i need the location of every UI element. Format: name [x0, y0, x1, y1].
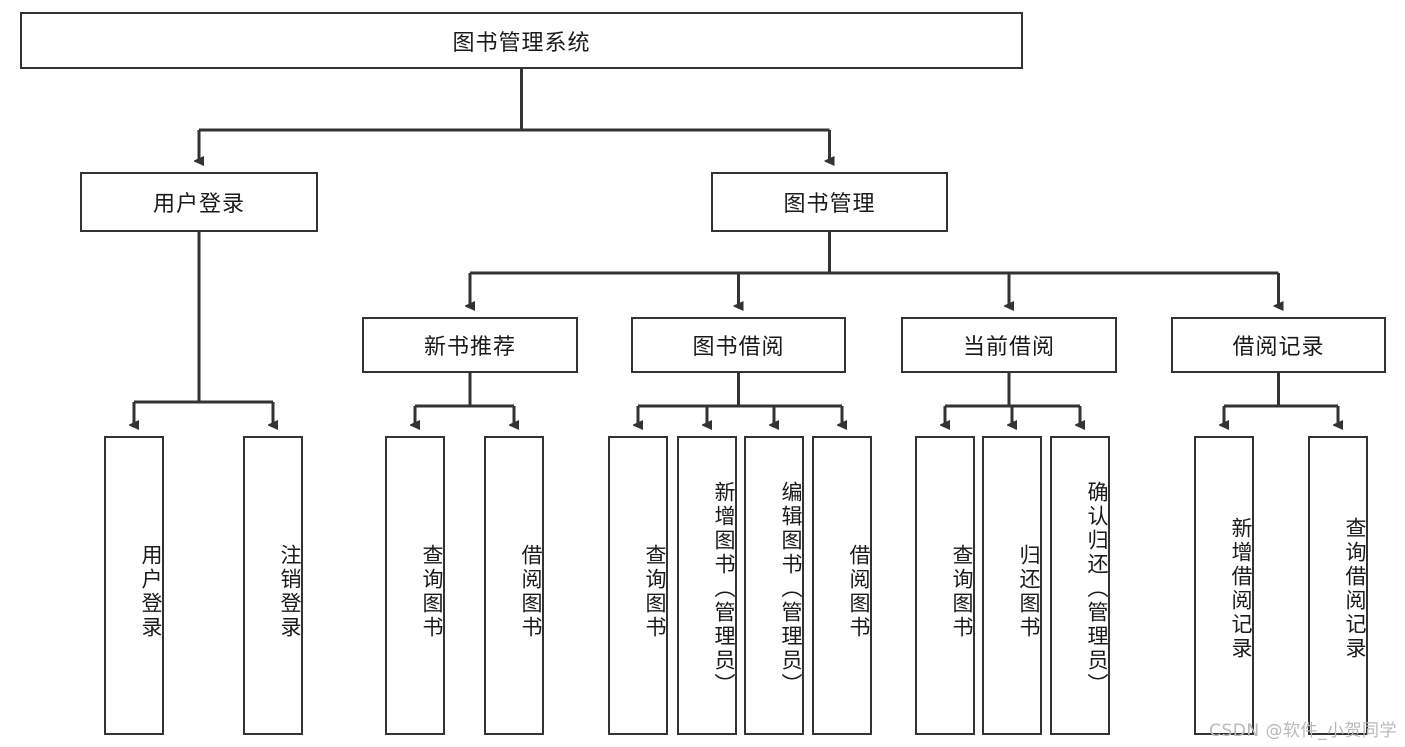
node-user-login[interactable]: 用户登录: [80, 172, 318, 232]
node-root[interactable]: 图书管理系统: [20, 12, 1023, 69]
node-leaf-return-book[interactable]: 归还图书: [982, 436, 1042, 735]
node-label: 新增图书（管理员）: [712, 480, 736, 697]
node-label: 用户登录: [139, 543, 163, 640]
node-label: 借阅图书: [847, 543, 871, 640]
node-leaf-edit-book-admin[interactable]: 编辑图书（管理员）: [744, 436, 804, 735]
node-label: 查询借阅记录: [1343, 516, 1367, 661]
node-leaf-borrow-book-bb[interactable]: 借阅图书: [812, 436, 872, 735]
node-leaf-query-book-rec[interactable]: 查询图书: [385, 436, 445, 735]
node-label: 图书管理: [783, 192, 876, 217]
node-label: 查询图书: [950, 543, 974, 640]
node-label: 图书借阅: [692, 335, 785, 360]
node-new-book-rec[interactable]: 新书推荐: [362, 317, 578, 373]
node-label: 查询图书: [420, 543, 444, 640]
node-leaf-borrow-book-rec[interactable]: 借阅图书: [484, 436, 544, 735]
node-label: 确认归还（管理员）: [1085, 480, 1109, 697]
node-label: 新增借阅记录: [1229, 516, 1253, 661]
node-label: 注销登录: [278, 543, 302, 640]
node-label: 归还图书: [1017, 543, 1041, 640]
node-label: 借阅记录: [1232, 335, 1325, 360]
node-book-borrow[interactable]: 图书借阅: [631, 317, 846, 373]
node-label: 新书推荐: [423, 335, 516, 360]
node-leaf-add-borrow-record[interactable]: 新增借阅记录: [1194, 436, 1254, 735]
node-leaf-query-book-bb[interactable]: 查询图书: [608, 436, 668, 735]
node-leaf-confirm-return-admin[interactable]: 确认归还（管理员）: [1050, 436, 1110, 735]
node-label: 编辑图书（管理员）: [779, 480, 803, 697]
node-label: 当前借阅: [962, 335, 1055, 360]
node-label: 查询图书: [643, 543, 667, 640]
node-label: 图书管理系统: [452, 30, 591, 56]
node-leaf-query-borrow-record[interactable]: 查询借阅记录: [1308, 436, 1368, 735]
node-leaf-add-book-admin[interactable]: 新增图书（管理员）: [677, 436, 737, 735]
node-leaf-user-login[interactable]: 用户登录: [104, 436, 164, 735]
node-label: 用户登录: [152, 192, 245, 217]
node-leaf-query-book-cb[interactable]: 查询图书: [915, 436, 975, 735]
node-borrow-record[interactable]: 借阅记录: [1171, 317, 1386, 373]
node-leaf-user-logout[interactable]: 注销登录: [243, 436, 303, 735]
node-current-borrow[interactable]: 当前借阅: [901, 317, 1117, 373]
node-book-manage[interactable]: 图书管理: [711, 172, 948, 232]
node-label: 借阅图书: [519, 543, 543, 640]
